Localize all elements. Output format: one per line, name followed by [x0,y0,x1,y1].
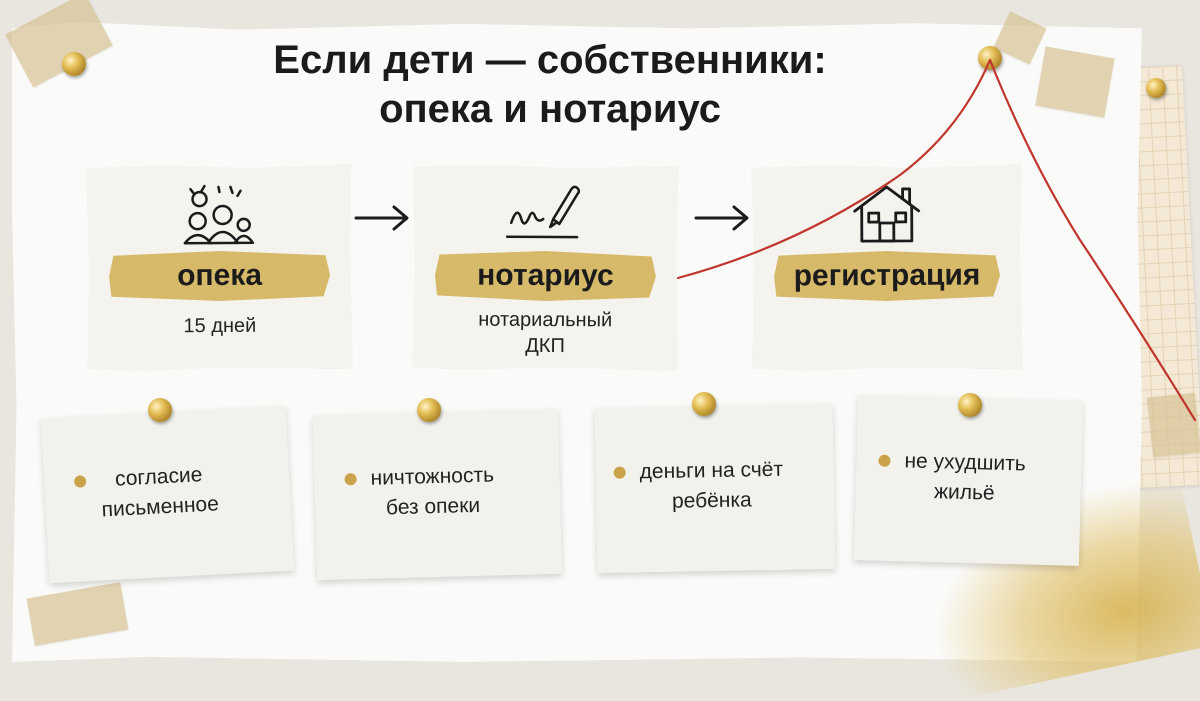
note-pin [958,393,982,417]
step-card-opeka: опека 15 дней [86,164,352,371]
note-pin [148,398,172,422]
note-pin [417,398,441,422]
red-string [676,58,1197,422]
step-card-notarius: нотариус нотариальный ДКП [412,164,678,370]
house-icon [752,178,1022,249]
title-line-2: опека и нотариус [379,87,721,131]
title-line-1: Если дети — собственники: [273,38,827,82]
arrow-right-icon [354,205,409,231]
corner-pin-grid-paper [1146,78,1166,98]
arrow-right-icon [694,205,749,231]
page-title: Если дети — собственники: опека и нотари… [0,36,1100,134]
corner-pin-top-left [62,52,86,76]
corner-pin-top-right [978,46,1002,70]
note-pin [692,392,716,416]
family-icon [86,178,351,250]
signature-pen-icon [413,178,678,249]
step-card-registratsiya: регистрация [751,164,1022,370]
